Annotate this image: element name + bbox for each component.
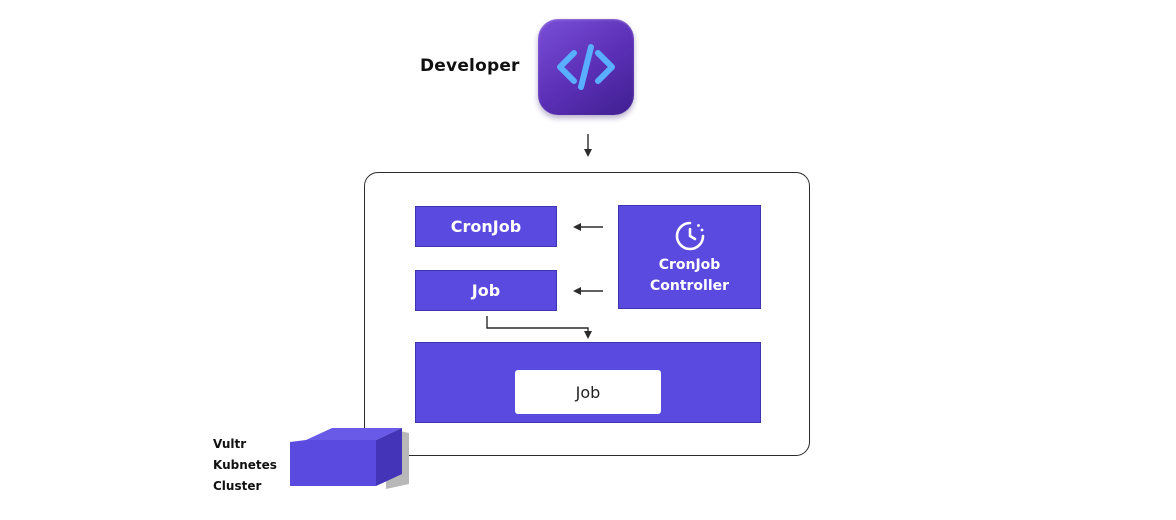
cluster-label: Vultr Kubnetes Cluster (213, 434, 277, 497)
controller-label-line-1: CronJob (658, 256, 721, 273)
arrow-job-to-pod (486, 316, 592, 339)
cronjob-label: CronJob (450, 217, 522, 236)
pod-job-label: Job (575, 382, 601, 402)
cronjob-box: CronJob (415, 206, 557, 247)
cronjob-controller-box: CronJob Controller (618, 205, 761, 309)
job-box: Job (415, 270, 557, 311)
clock-icon (675, 221, 704, 250)
controller-label-line-2: Controller (649, 277, 730, 294)
cluster-label-line-2: Kubnetes (213, 458, 277, 472)
cluster-label-line-1: Vultr (213, 437, 247, 451)
developer-label: Developer (420, 56, 520, 76)
code-brackets-icon (538, 19, 634, 115)
cluster-cube-icon (290, 428, 409, 489)
job-label: Job (471, 281, 501, 300)
pod-job-box: Job (515, 370, 661, 414)
cluster-label-line-3: Cluster (213, 479, 262, 493)
